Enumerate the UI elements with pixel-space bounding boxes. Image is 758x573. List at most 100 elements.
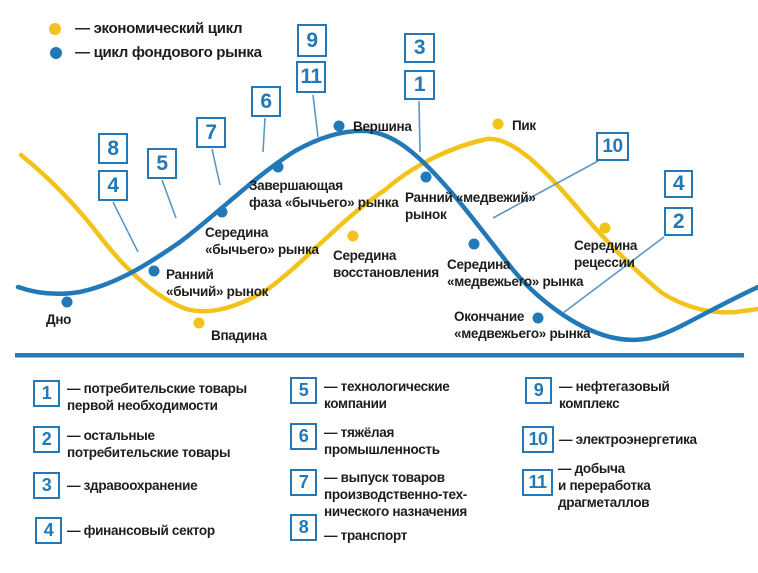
sector-box-5: 5 xyxy=(290,377,317,404)
connector-line-4-left xyxy=(112,201,139,253)
callout-num-5: 5 xyxy=(156,151,168,175)
connector-line-7 xyxy=(211,148,221,186)
callout-box-4-left: 4 xyxy=(98,170,128,201)
sector-num-10: 10 xyxy=(528,429,548,449)
connector-line-5 xyxy=(161,179,177,219)
callout-box-8: 8 xyxy=(98,133,128,164)
callout-box-2-right: 2 xyxy=(664,207,693,236)
economic-dot-mid-recession xyxy=(599,222,611,234)
economic-dot-trough xyxy=(193,317,205,329)
sector-num-9: 9 xyxy=(533,380,544,400)
sector-num-4: 4 xyxy=(43,520,54,540)
sector-num-6: 6 xyxy=(298,426,309,446)
callout-box-10: 10 xyxy=(596,132,629,161)
sector-num-2: 2 xyxy=(41,429,52,449)
sector-label-3: — здравоохранение xyxy=(67,478,198,493)
economic-cycle-curve xyxy=(18,136,758,315)
sector-label-9: — нефтегазовый комплекс xyxy=(559,379,670,411)
legend-dot-economic xyxy=(49,23,61,35)
sector-box-1: 1 xyxy=(33,380,60,407)
connector-line-11 xyxy=(312,94,319,138)
callout-num-3: 3 xyxy=(413,36,426,59)
connector-line-1 xyxy=(418,100,421,153)
callout-num-7: 7 xyxy=(205,120,217,144)
stock-cycle-curve xyxy=(15,128,758,343)
stock-dot-mid-bear xyxy=(468,238,480,250)
callout-num-10: 10 xyxy=(602,135,623,157)
divider-line xyxy=(15,353,744,358)
phase-label-bottom: Дно xyxy=(46,312,72,327)
stock-dot-mid-bull xyxy=(216,206,228,218)
connector-line-10 xyxy=(492,160,599,219)
callout-num-8: 8 xyxy=(107,136,119,160)
economic-phase-dots xyxy=(193,118,611,329)
phase-label-peak: Пик xyxy=(512,118,536,133)
callout-num-6: 6 xyxy=(260,89,272,113)
phase-label-late-bull: Завершающая фаза «бычьего» рынка xyxy=(249,178,399,210)
callout-box-1: 1 xyxy=(404,70,435,100)
phase-label-top: Вершина xyxy=(353,119,412,134)
sector-box-8: 8 xyxy=(290,514,317,541)
sector-label-10: — электроэнергетика xyxy=(559,432,697,447)
stock-dot-early-bull xyxy=(148,265,160,277)
sector-label-4: — финансовый сектор xyxy=(67,523,215,538)
callout-num-9: 9 xyxy=(306,28,318,52)
connector-line-2-right xyxy=(562,236,665,314)
callout-num-11: 11 xyxy=(300,65,322,88)
callout-num-2-right: 2 xyxy=(672,209,685,233)
sector-label-1: — потребительские товары первой необходи… xyxy=(67,381,247,413)
legend-label-economic: — экономический цикл xyxy=(75,20,243,37)
callout-box-5: 5 xyxy=(147,148,177,179)
stock-dot-top xyxy=(333,120,345,132)
sector-box-2: 2 xyxy=(33,426,60,453)
phase-label-early-bear: Ранний «медвежий» рынок xyxy=(405,190,536,222)
sector-box-4: 4 xyxy=(35,517,62,544)
callout-box-9: 9 xyxy=(297,24,327,57)
legend-label-stock: — цикл фондового рынка xyxy=(75,44,262,61)
sector-box-7: 7 xyxy=(290,469,317,496)
sector-num-3: 3 xyxy=(41,475,52,495)
stock-dot-bottom xyxy=(61,296,73,308)
stock-dot-late-bull xyxy=(272,161,284,173)
sector-num-11: 11 xyxy=(528,472,547,492)
callout-num-4-right: 4 xyxy=(672,172,685,195)
phase-label-mid-recovery: Середина восстановления xyxy=(333,248,439,280)
callout-box-7: 7 xyxy=(196,117,226,148)
sector-label-5: — технологические компании xyxy=(324,379,450,411)
connector-lines xyxy=(112,94,665,314)
phase-label-mid-bear: Середина «медвежьего» рынка xyxy=(447,257,584,289)
sector-num-8: 8 xyxy=(298,517,309,537)
economic-dot-peak xyxy=(492,118,504,130)
sector-box-3: 3 xyxy=(33,472,60,499)
economic-dot-mid-recovery xyxy=(347,230,359,242)
callout-box-6: 6 xyxy=(251,86,281,117)
phase-label-early-bull: Ранний «бычий» рынок xyxy=(166,267,269,299)
sector-num-5: 5 xyxy=(298,380,309,400)
phase-label-end-bear: Окончание «медвежьего» рынка xyxy=(454,309,591,341)
sector-box-10: 10 xyxy=(522,426,554,453)
sector-num-7: 7 xyxy=(298,472,309,492)
sector-num-1: 1 xyxy=(41,383,52,403)
callout-num-1: 1 xyxy=(413,73,426,96)
sector-label-7: — выпуск товаров производственно-тех- ни… xyxy=(324,470,467,519)
callout-box-11: 11 xyxy=(296,61,326,93)
stock-dot-end-bear xyxy=(532,312,544,324)
callout-box-4-right: 4 xyxy=(664,170,693,198)
stock-phase-dots xyxy=(61,120,544,324)
callout-num-4-left: 4 xyxy=(107,173,119,197)
sector-label-8: — транспорт xyxy=(324,528,408,543)
callout-box-3: 3 xyxy=(404,33,435,63)
stock-dot-early-bear xyxy=(420,171,432,183)
connector-line-6 xyxy=(262,117,266,153)
sector-box-11: 11 xyxy=(522,469,553,496)
sector-box-9: 9 xyxy=(525,377,552,404)
sector-label-6: — тяжёлая промышленность xyxy=(324,425,440,457)
sector-box-6: 6 xyxy=(290,423,317,450)
sector-label-11: — добыча и переработка драгметаллов xyxy=(558,461,651,510)
legend-dot-stock xyxy=(50,47,62,59)
sector-label-2: — остальные потребительские товары xyxy=(67,428,231,460)
phase-label-mid-recession: Середина рецессии xyxy=(574,238,638,270)
phase-label-mid-bull: Середина «бычьего» рынка xyxy=(205,225,319,257)
